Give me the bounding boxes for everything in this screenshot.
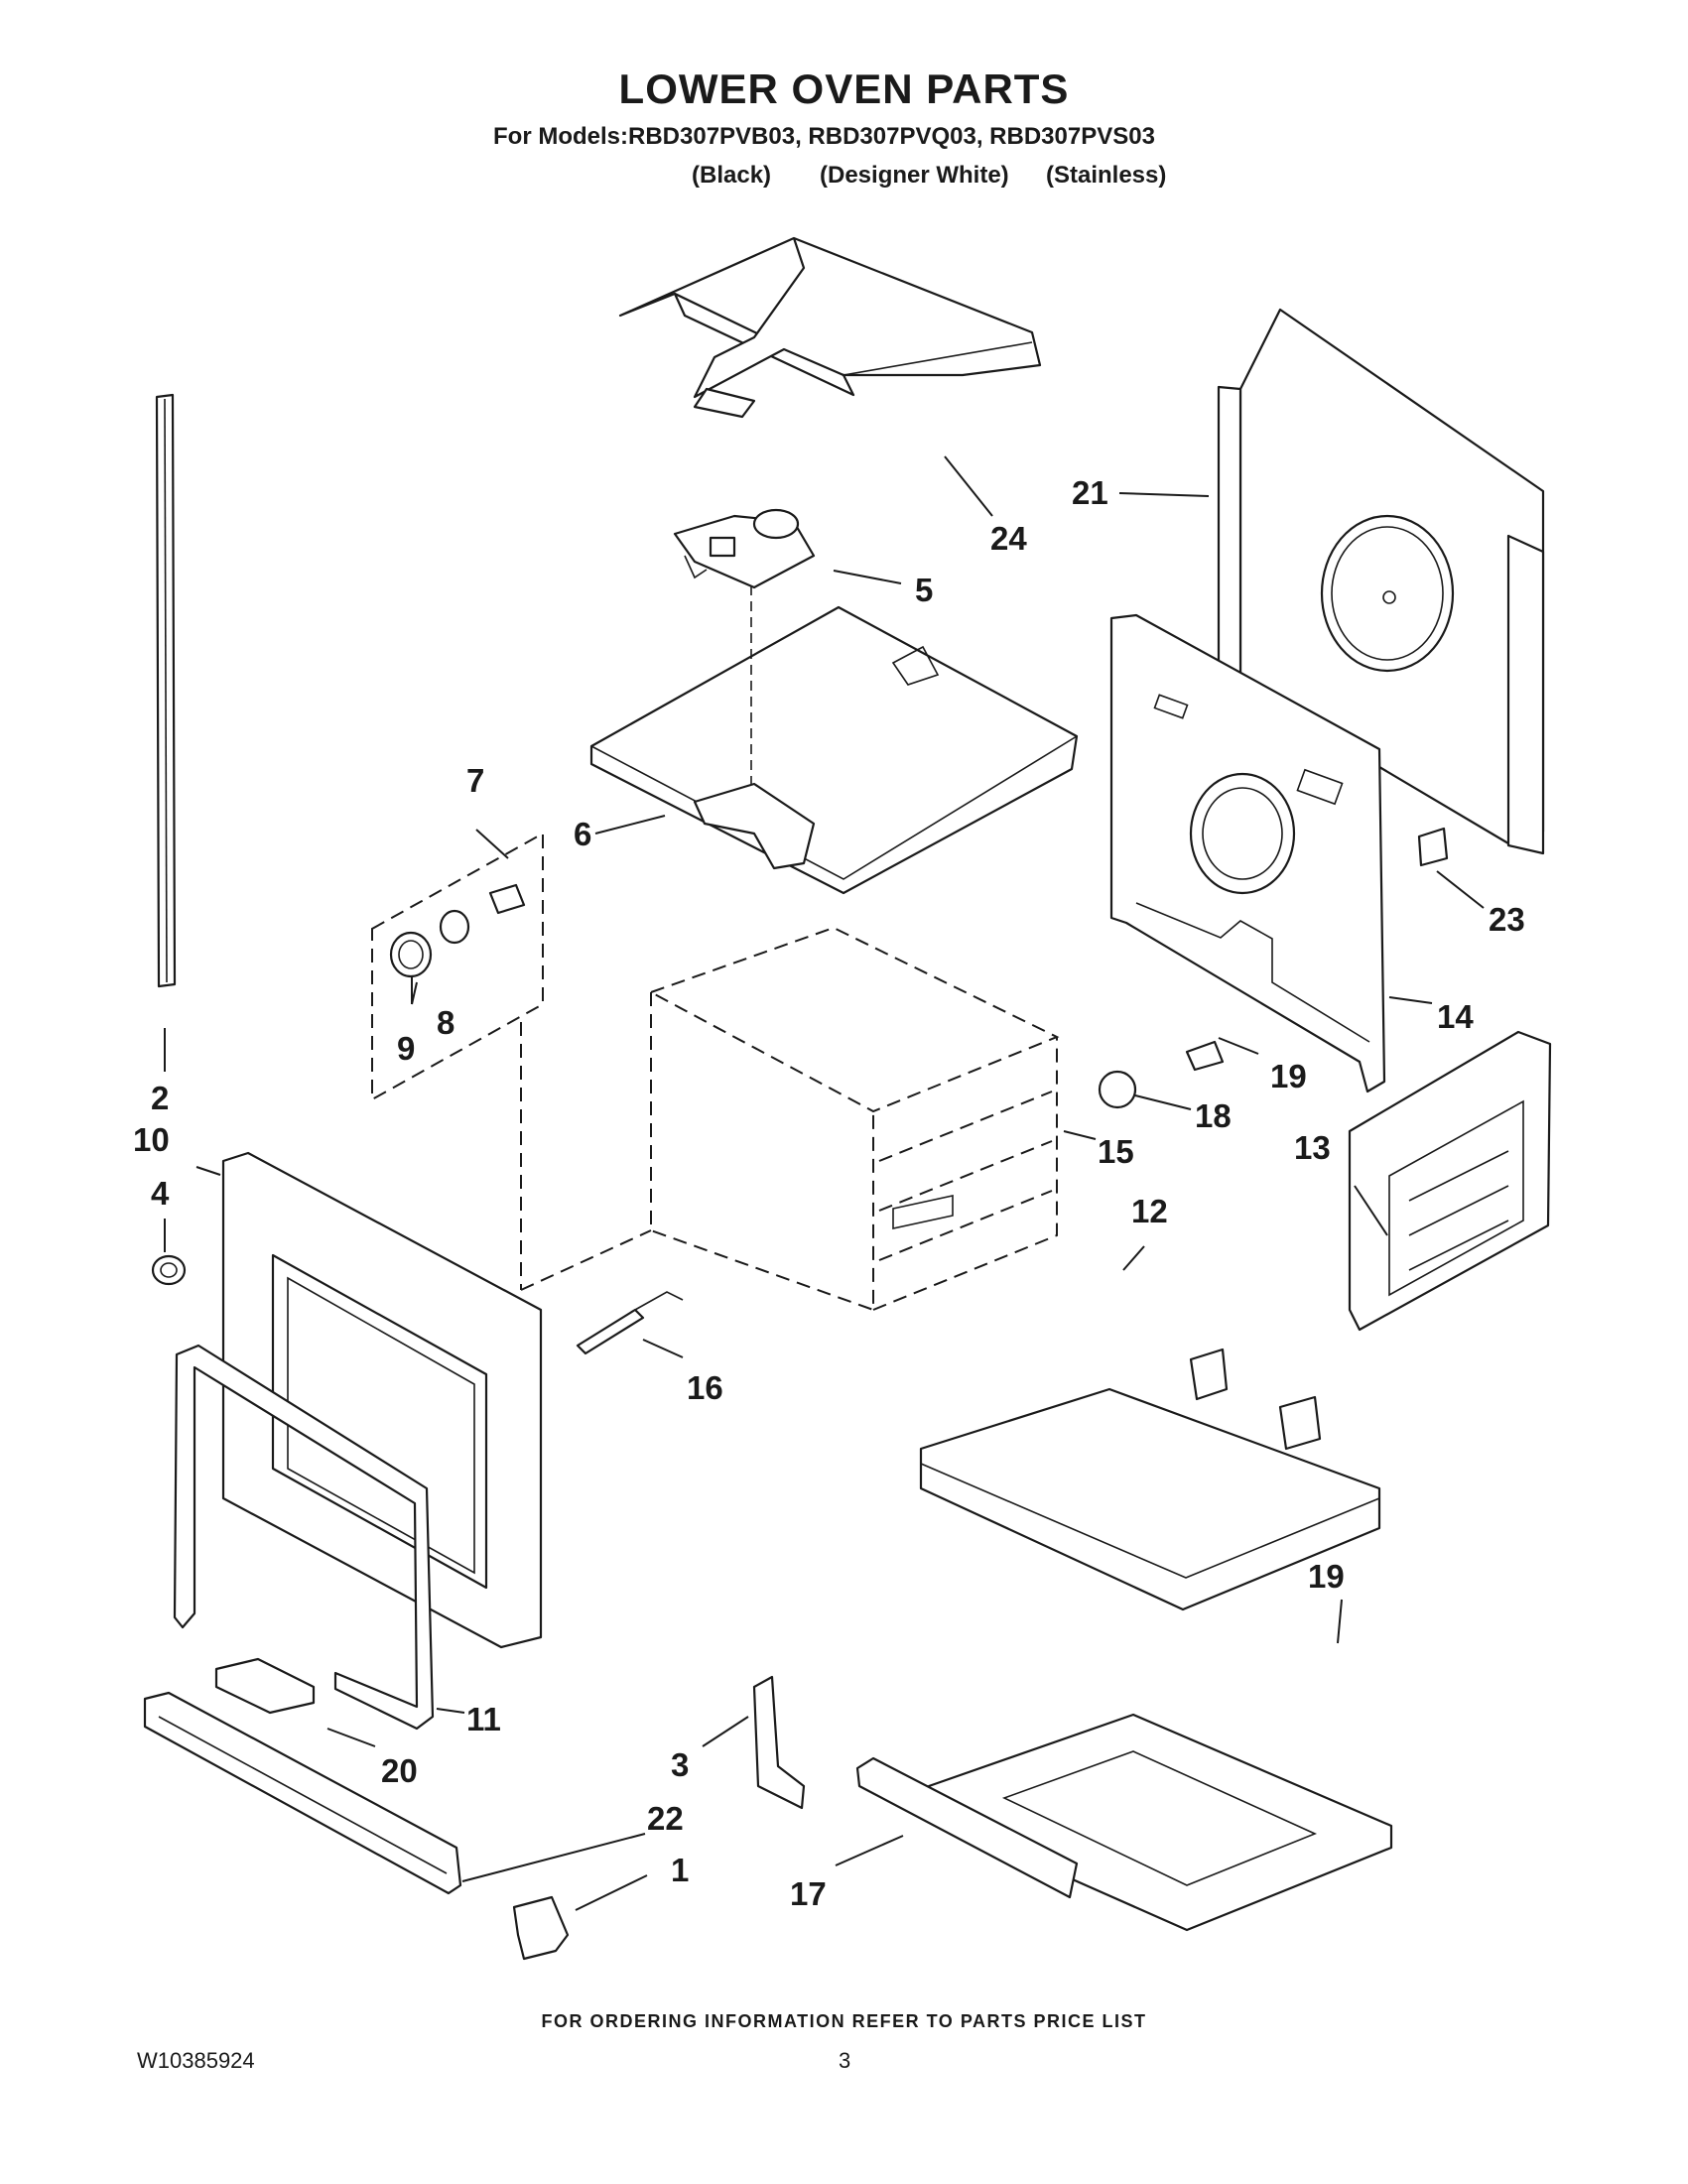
part-7-switch-group: [371, 832, 544, 1101]
part-5-switch-assembly: [673, 508, 816, 589]
callout-18: 18: [1195, 1097, 1232, 1134]
callout-22: 22: [647, 1800, 684, 1837]
callout-23: 23: [1489, 901, 1525, 938]
callout-24: 24: [990, 520, 1027, 557]
part-21-rear-panel: [1217, 308, 1545, 855]
callout-labels: 24 21 5 7 6 23 8 9 14 2 19 18 10 15 13 4…: [133, 474, 1525, 1912]
callout-13: 13: [1294, 1129, 1331, 1166]
ordering-note: FOR ORDERING INFORMATION REFER TO PARTS …: [541, 2011, 1147, 2031]
callout-4: 4: [151, 1175, 170, 1212]
part-15-oven-cavity: [648, 926, 1060, 1312]
part-3-hinge-bracket: [752, 1675, 806, 1810]
part-20-bracket: [214, 1657, 316, 1715]
part-18-thermal-fuse: [1098, 1070, 1137, 1109]
callout-15: 15: [1098, 1133, 1134, 1170]
variant-stainless: (Stainless): [1046, 162, 1167, 189]
callout-2: 2: [151, 1080, 169, 1116]
part-4-knob: [151, 1254, 187, 1286]
callout-21: 21: [1072, 474, 1108, 511]
part-11-gasket: [173, 1344, 435, 1731]
callout-11: 11: [466, 1701, 501, 1737]
models-line: For Models:RBD307PVB03, RBD307PVQ03, RBD…: [493, 123, 1155, 150]
callout-9: 9: [397, 1030, 415, 1067]
callout-19-lower: 19: [1308, 1558, 1345, 1595]
callout-6: 6: [574, 816, 591, 852]
variant-black: (Black): [692, 162, 772, 189]
callout-19-upper: 19: [1270, 1058, 1307, 1094]
part-1-small-bracket: [512, 1895, 570, 1961]
document-number: W10385924: [137, 2048, 255, 2073]
callout-3: 3: [671, 1746, 689, 1783]
callout-12: 12: [1131, 1193, 1168, 1229]
part-23-clip: [1417, 827, 1449, 867]
part-10-front-frame: [221, 1151, 543, 1649]
page-title: LOWER OVEN PARTS: [618, 65, 1070, 112]
part-14-rear-liner: [1109, 613, 1386, 1093]
part-22-bottom-trim: [143, 1691, 462, 1895]
callout-20: 20: [381, 1752, 418, 1789]
callout-14: 14: [1437, 998, 1474, 1035]
callout-8: 8: [437, 1004, 454, 1041]
callout-1: 1: [671, 1852, 689, 1888]
part-2-vertical-trim: [155, 393, 177, 988]
part-6-oven-top: [589, 585, 1079, 895]
callout-16: 16: [687, 1369, 723, 1406]
callout-10: 10: [133, 1121, 170, 1158]
part-24-top-panel: [618, 236, 1042, 419]
part-13-side-liner: [1348, 1030, 1552, 1332]
part-12-floor-panel: [919, 1348, 1381, 1611]
part-16-sensor: [576, 1291, 684, 1355]
part-19-clip-upper: [1185, 1040, 1225, 1072]
callout-5: 5: [915, 572, 933, 608]
variant-designer-white: (Designer White): [820, 162, 1009, 189]
page-number: 3: [839, 2048, 851, 2073]
callout-7: 7: [466, 762, 484, 799]
leader-lines: [164, 455, 1485, 1911]
part-17-bottom-strip: [855, 1756, 1079, 1899]
callout-17: 17: [790, 1875, 827, 1912]
